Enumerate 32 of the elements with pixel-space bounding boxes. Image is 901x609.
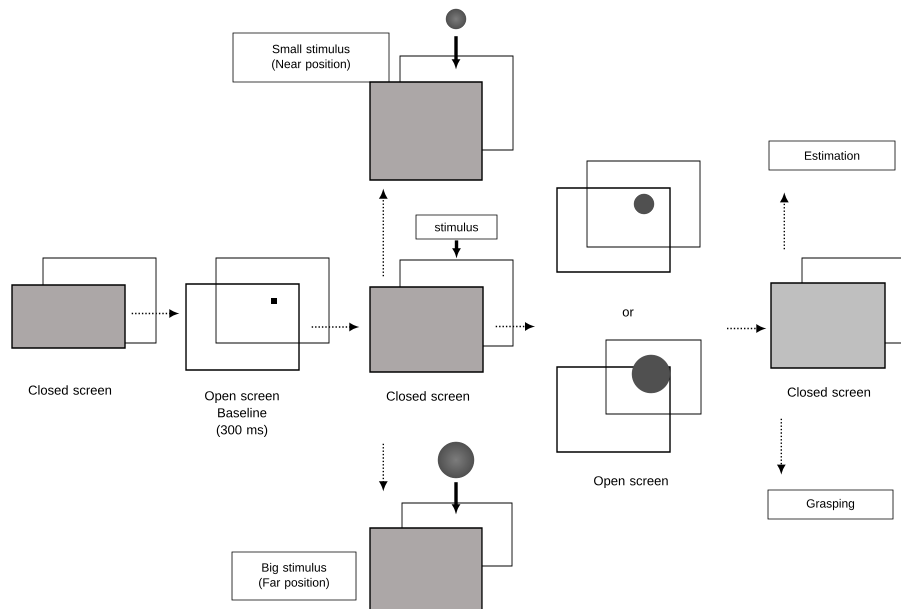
arrow	[379, 444, 388, 490]
screen-drawing	[369, 260, 514, 373]
screen-drawing	[556, 340, 702, 453]
arrow	[496, 322, 534, 330]
arrow	[780, 194, 788, 250]
screen-drawing	[185, 258, 330, 371]
label-box: Small stimulus (Near position)	[232, 32, 390, 82]
screen-caption: Closed screen	[788, 387, 870, 397]
screen-drawing	[369, 502, 512, 609]
screen-caption: Open screen	[594, 476, 668, 488]
arrow	[727, 324, 765, 332]
screen-caption: Open screen Baseline (300 ms)	[205, 391, 279, 437]
arrow	[452, 482, 460, 512]
screen-drawing	[556, 160, 700, 273]
arrow	[312, 323, 358, 331]
screen-drawing	[11, 258, 156, 349]
screen-drawing	[770, 258, 901, 369]
label-box: Grasping	[768, 490, 894, 520]
screen-drawing	[369, 56, 514, 181]
arrow	[777, 418, 786, 473]
stimulus-ball	[438, 442, 474, 478]
label-box: Big stimulus (Far position)	[232, 552, 356, 600]
label-box: stimulus	[416, 214, 498, 240]
screen-caption: Closed screen	[386, 391, 470, 401]
screen-caption: Closed screen	[28, 385, 112, 395]
connector-word: or	[622, 309, 634, 317]
arrow	[452, 240, 460, 256]
arrow	[132, 310, 178, 318]
arrow	[452, 36, 460, 67]
label-box: Estimation	[768, 140, 896, 170]
stimulus-ball	[446, 8, 466, 30]
arrow	[379, 190, 388, 276]
